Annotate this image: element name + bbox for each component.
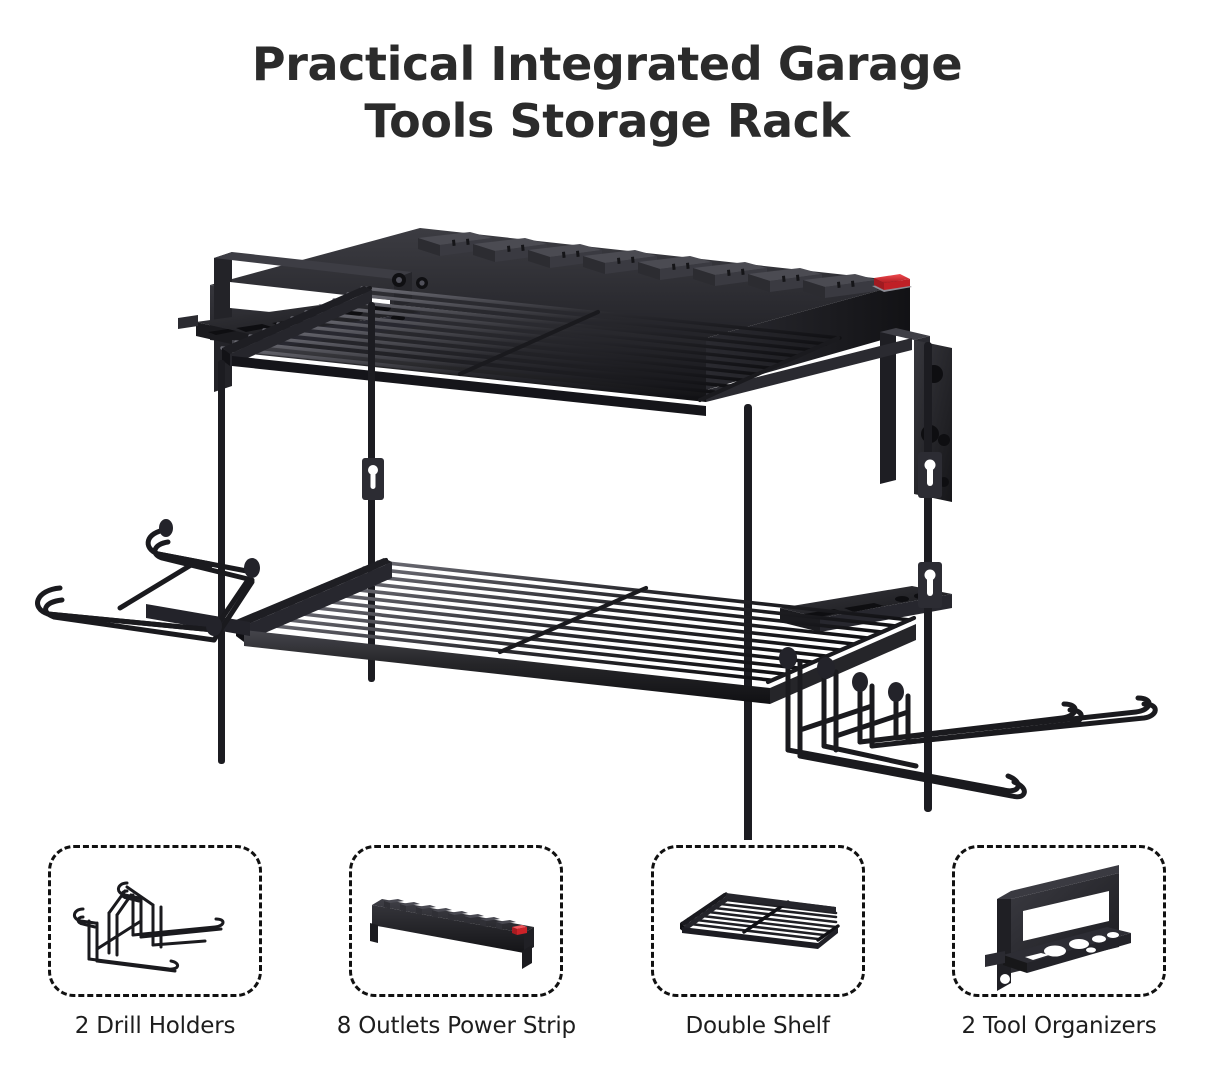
outlet-sockets — [418, 232, 877, 298]
drill-holder-right — [785, 657, 1158, 800]
keyhole-mount — [918, 452, 942, 498]
outlet-socket — [583, 250, 657, 274]
power-switch-red[interactable] — [872, 274, 912, 292]
hero-product-illustration — [0, 190, 1214, 840]
tool-organizer-panel-icon — [984, 865, 1131, 991]
feature-thumbnail-box — [349, 845, 564, 997]
feature-item-tool-organizers: 2 Tool Organizers — [940, 845, 1178, 1065]
power-switch-red-icon — [512, 925, 528, 935]
outlet-socket — [803, 274, 877, 298]
outlet-socket — [528, 244, 602, 268]
feature-callout-row: 2 Drill Holders — [0, 845, 1214, 1065]
feature-label: 8 Outlets Power Strip — [336, 1013, 576, 1039]
page-title: Practical Integrated Garage Tools Storag… — [0, 36, 1214, 150]
feature-label: Double Shelf — [685, 1013, 830, 1039]
keyhole-mount — [362, 458, 384, 500]
outlet-socket — [473, 238, 547, 262]
feature-label: 2 Tool Organizers — [961, 1013, 1157, 1039]
feature-thumbnail-box — [951, 845, 1166, 997]
outlet-socket — [638, 256, 712, 280]
upper-wire-shelf — [220, 286, 912, 416]
keyhole-mounts — [362, 452, 942, 608]
outlet-socket — [748, 268, 822, 292]
post-front-right — [744, 404, 752, 840]
feature-item-double-shelf: Double Shelf — [639, 845, 877, 1065]
lower-wire-shelf — [146, 557, 917, 704]
title-line-1: Practical Integrated Garage — [251, 37, 963, 91]
keyhole-mount — [918, 562, 942, 608]
post-front-left — [218, 360, 225, 764]
power-strip-icon — [370, 899, 535, 969]
feature-item-power-strip: 8 Outlets Power Strip — [336, 845, 576, 1065]
assembly-bolts — [392, 273, 428, 289]
shelf-connector-clips — [159, 519, 904, 702]
wire-shelf-icon — [679, 892, 840, 949]
feature-thumbnail-box — [650, 845, 865, 997]
feature-label: 2 Drill Holders — [74, 1013, 236, 1039]
feature-thumbnail-box — [48, 845, 262, 997]
outlet-socket — [418, 232, 492, 256]
drill-holder-wireframe-icon — [73, 881, 225, 973]
title-line-2: Tools Storage Rack — [364, 94, 850, 149]
outlet-socket — [693, 262, 767, 286]
feature-item-drill-holders: 2 Drill Holders — [36, 845, 274, 1065]
